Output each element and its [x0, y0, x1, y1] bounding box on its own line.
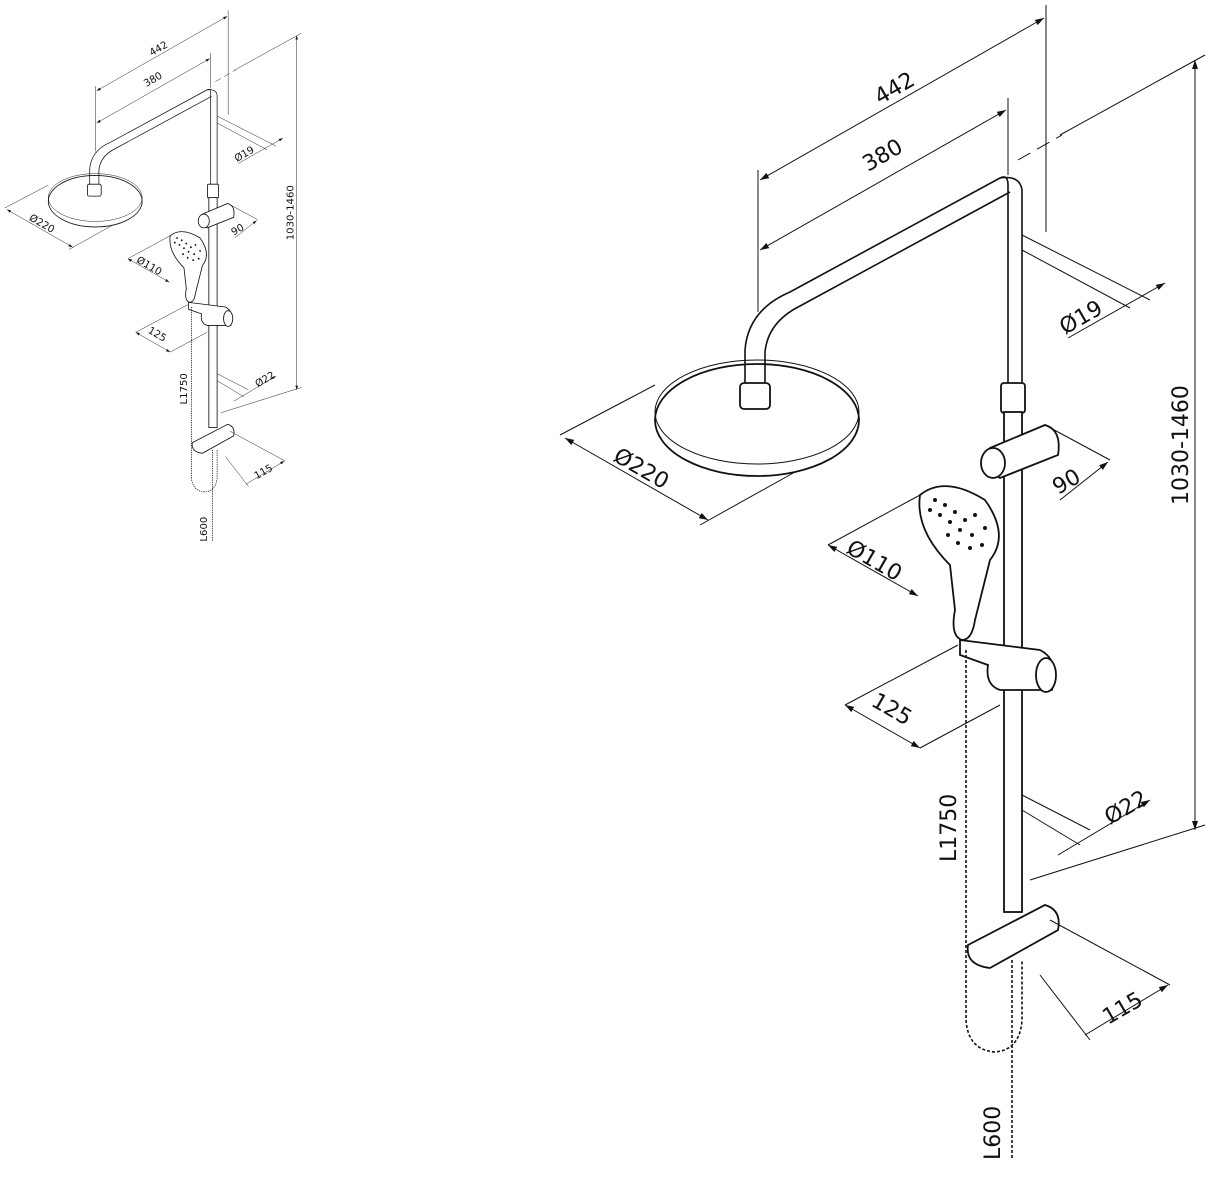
dim-holder-90: 90	[1049, 465, 1086, 501]
hand-shower-holder	[959, 638, 1056, 691]
dim-bottom-115: 115	[1099, 988, 1148, 1031]
dim-head-diameter-220: Ø220	[609, 444, 673, 495]
shower-system-drawing-large: 442 380 Ø19 1030-1460 Ø220 90 Ø110 125 L…	[559, 5, 1206, 1160]
hose	[965, 650, 1023, 1053]
dim-pipe-diameter-19: Ø19	[1056, 296, 1108, 340]
bottom-bracket	[966, 904, 1060, 969]
dim-height-range: 1030-1460	[1169, 385, 1194, 505]
shower-system-drawing-small	[5, 10, 302, 541]
rain-shower-head	[654, 363, 860, 477]
dim-hose-length-1750: L1750	[937, 794, 962, 862]
spray-nozzles	[928, 498, 987, 550]
dim-442: 442	[871, 68, 920, 111]
dim-hand-shower-110: Ø110	[842, 536, 906, 587]
dim-hand-holder-125: 125	[867, 689, 916, 732]
dim-lower-hose-600: L600	[981, 1106, 1006, 1160]
pipe-coupling	[1000, 382, 1026, 414]
hand-shower	[918, 485, 1000, 641]
dim-pipe-diameter-22: Ø22	[1101, 786, 1153, 830]
shower-arm	[744, 176, 1009, 385]
head-connector	[739, 382, 771, 410]
